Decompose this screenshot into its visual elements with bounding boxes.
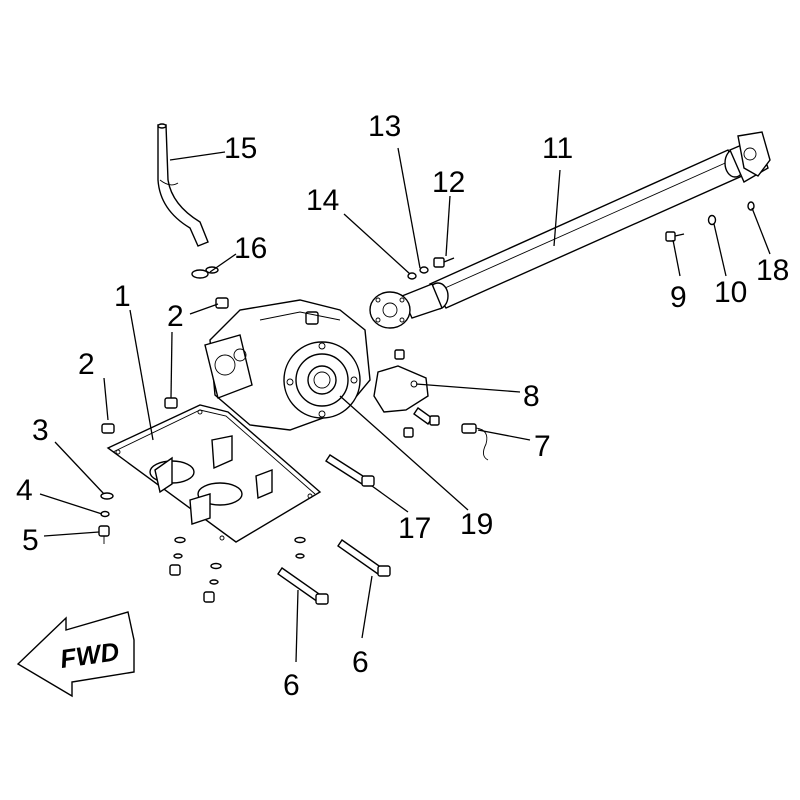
- fwd-arrow: FWD: [16, 611, 135, 698]
- callout-15: 15: [224, 132, 257, 165]
- callout-17: 17: [398, 512, 431, 545]
- callout-7: 7: [534, 430, 551, 463]
- shaft-bolt-hardware: [407, 257, 455, 280]
- lower-hardware: [169, 536, 306, 603]
- callout-1: 1: [114, 280, 131, 313]
- callout-11: 11: [542, 132, 573, 165]
- callout-13: 13: [368, 110, 401, 143]
- callout-4: 4: [16, 474, 33, 507]
- leader-lines: [39, 147, 771, 663]
- left-hardware-stack: [98, 423, 115, 544]
- skid-plate-part: [106, 404, 322, 543]
- drive-shaft-part: [369, 131, 771, 329]
- hose-part: [157, 123, 209, 247]
- long-bolts: [277, 454, 391, 605]
- callout-9: 9: [670, 281, 687, 314]
- callout-19: 19: [460, 508, 493, 541]
- flange-nut-part: [394, 349, 405, 360]
- callout-16: 16: [234, 232, 267, 265]
- callout-10: 10: [714, 276, 747, 309]
- gearbox-part: [204, 299, 371, 431]
- rear-hardware: [665, 201, 755, 242]
- callout-14: 14: [306, 184, 339, 217]
- callout-12: 12: [432, 166, 465, 199]
- callout-2: 2: [167, 300, 184, 333]
- callout-6: 6: [352, 646, 369, 679]
- callout-18: 18: [756, 254, 789, 287]
- mount-bracket-part: [373, 365, 440, 438]
- arrow-left-icon: [16, 611, 135, 698]
- callout-2: 2: [78, 348, 95, 381]
- callout-3: 3: [32, 414, 49, 447]
- sensor-part: [461, 423, 489, 461]
- callouts: 1 2 2 3 4 5 6 6 7 8 9 10 11 12 13 14 15 …: [16, 110, 789, 702]
- callout-5: 5: [22, 524, 39, 557]
- callout-8: 8: [523, 380, 540, 413]
- callout-6: 6: [283, 669, 300, 702]
